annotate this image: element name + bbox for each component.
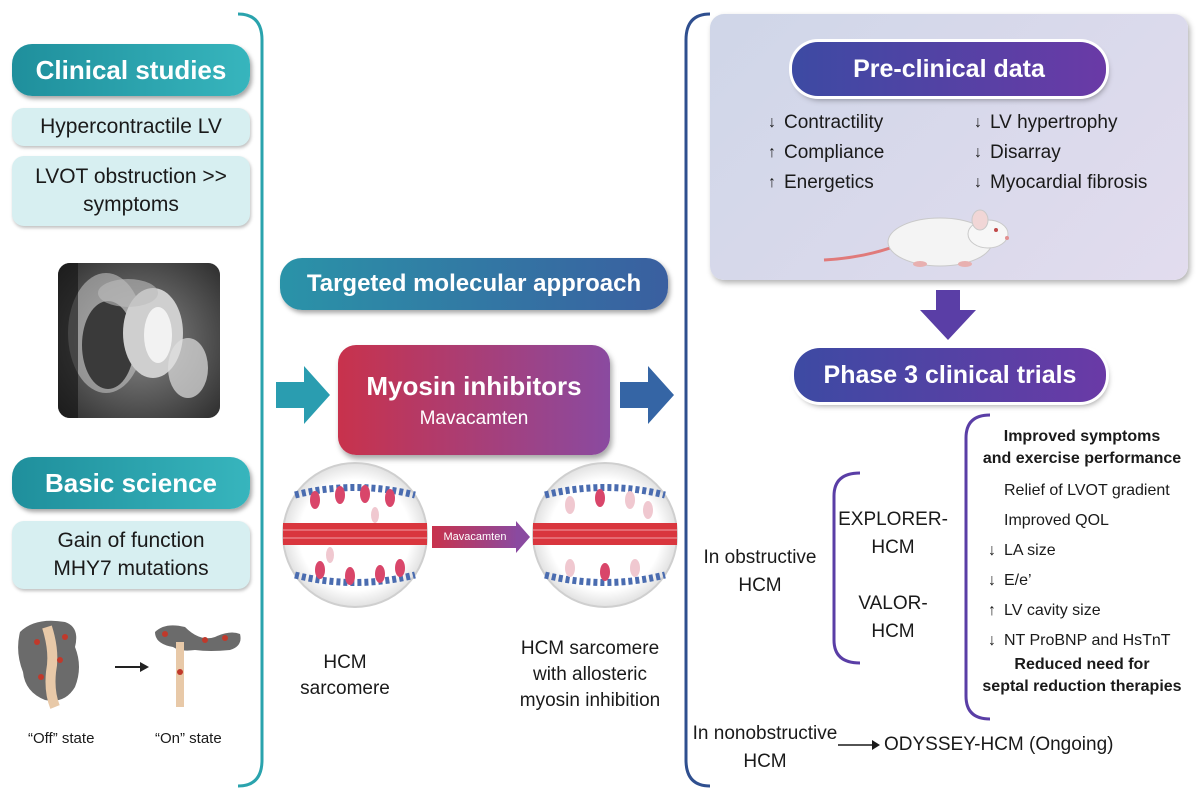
- preclinical-right-list: ↓LV hypertrophy ↓Disarray ↓Myocardial fi…: [972, 108, 1147, 198]
- hcm-inhibited-label: HCM sarcomere with allosteric myosin inh…: [519, 638, 661, 711]
- gain-of-function-box: Gain of function MHY7 mutations: [12, 521, 250, 589]
- up-arrow-icon: ↑: [768, 144, 776, 161]
- preclinical-item-disarray: ↓Disarray: [972, 138, 1147, 168]
- basic-science-title: Basic science: [12, 457, 250, 509]
- odyssey-arrow-icon: [838, 740, 880, 750]
- down-arrow-icon: ↓: [768, 114, 776, 131]
- preclinical-item-energetics: ↑Energetics: [766, 168, 884, 198]
- myosin-state-diagram: [18, 620, 241, 709]
- outcome-footer: Reduced need for septal reduction therap…: [982, 656, 1182, 695]
- down-arrow-icon: ↓: [974, 144, 982, 161]
- mavacamten-sub: Mavacamten: [419, 407, 529, 429]
- up-arrow-icon: ↑: [988, 602, 996, 619]
- trials-bracket: [832, 471, 861, 665]
- down-big-arrow-icon: [920, 290, 976, 340]
- explorer-hcm-label: EXPLORER- HCM: [838, 509, 948, 558]
- down-arrow-icon: ↓: [988, 542, 996, 559]
- preclinical-item-fibrosis: ↓Myocardial fibrosis: [972, 168, 1147, 198]
- off-state-label: “Off” state: [28, 730, 95, 747]
- obstructive-label: In obstructive HCM: [703, 547, 817, 596]
- mavacamten-arrow-head-icon: [516, 521, 530, 553]
- mavacamten-arrow: Mavacamten: [432, 526, 518, 548]
- up-arrow-icon: ↑: [768, 174, 776, 191]
- preclinical-title: Pre-clinical data: [792, 42, 1106, 96]
- down-arrow-icon: ↓: [974, 114, 982, 131]
- clinical-studies-title: Clinical studies: [12, 44, 250, 96]
- hcm-sarcomere-circle: [282, 462, 428, 608]
- cardiac-mri-graphic: [58, 263, 220, 418]
- myosin-inhibitors-title: Myosin inhibitors: [366, 370, 582, 401]
- arrow-in-icon: [276, 366, 330, 424]
- outcome-list: Relief of LVOT gradient Improved QOL ↓LA…: [986, 476, 1171, 656]
- lvot-box: LVOT obstruction >> symptoms: [12, 156, 250, 226]
- preclinical-item-compliance: ↑Compliance: [766, 138, 884, 168]
- preclinical-item-contractility: ↓Contractility: [766, 108, 884, 138]
- outcome-biomarkers: ↓NT ProBNP and HsTnT: [986, 626, 1171, 656]
- outcome-lvot-relief: Relief of LVOT gradient: [1004, 482, 1170, 499]
- valor-hcm-label: VALOR- HCM: [858, 593, 928, 642]
- myosin-inhibitors-box: Myosin inhibitors Mavacamten: [338, 345, 610, 455]
- outcome-qol: Improved QOL: [1004, 512, 1109, 529]
- down-arrow-icon: ↓: [988, 572, 996, 589]
- mouse-icon: [823, 209, 1009, 267]
- inhibited-sarcomere-circle: [532, 462, 678, 608]
- odyssey-label: ODYSSEY-HCM (Ongoing): [884, 734, 1114, 755]
- arrow-out-icon: [620, 366, 674, 424]
- hypercontractile-box: Hypercontractile LV: [12, 108, 250, 146]
- preclinical-item-lv-hypertrophy: ↓LV hypertrophy: [972, 108, 1147, 138]
- down-arrow-icon: ↓: [988, 632, 996, 649]
- right-bracket: [684, 12, 711, 788]
- phase3-title: Phase 3 clinical trials: [794, 348, 1106, 402]
- hcm-sarcomere-label: HCM sarcomere: [300, 652, 390, 699]
- outcome-lv-cavity: ↑LV cavity size: [986, 596, 1171, 626]
- nonobstructive-label: In nonobstructive HCM: [692, 723, 838, 772]
- outcomes-bracket: [964, 413, 991, 721]
- outcome-heading: Improved symptoms and exercise performan…: [982, 428, 1182, 467]
- outcome-ee: ↓E/e’: [986, 566, 1171, 596]
- outcome-la-size: ↓LA size: [986, 536, 1171, 566]
- left-bracket: [237, 12, 264, 788]
- down-arrow-icon: ↓: [974, 174, 982, 191]
- preclinical-left-list: ↓Contractility ↑Compliance ↑Energetics: [766, 108, 884, 198]
- on-state-label: “On” state: [155, 730, 222, 747]
- targeted-approach-title: Targeted molecular approach: [280, 258, 668, 310]
- cardiac-mri-image: [58, 263, 220, 418]
